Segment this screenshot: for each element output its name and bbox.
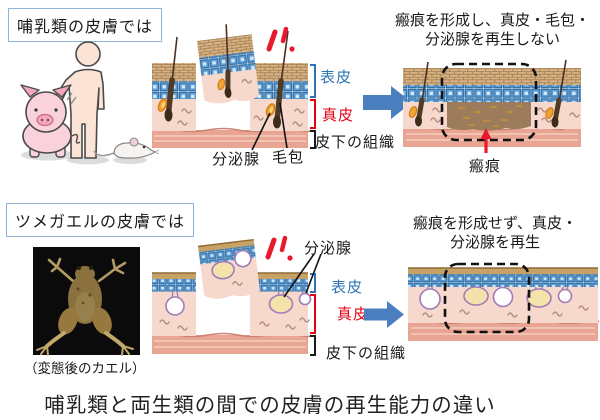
mammal-title: 哺乳類の皮膚では: [17, 19, 154, 36]
mammal-epidermis-label: 表皮: [320, 70, 353, 86]
stratum-corneum-layer: [403, 68, 581, 85]
hair-follicle-icon: [265, 30, 289, 129]
dermis-bracket: [310, 99, 316, 129]
mammal-gland-label: 分泌腺: [212, 152, 261, 168]
subcutaneous-band: [151, 332, 312, 354]
mammal-result-line2: 分泌腺を再生しない: [424, 32, 560, 48]
skin-diagram-mammal-wounded: [151, 24, 316, 151]
skin-diagram-frog-wounded: [151, 235, 322, 356]
epidermis-layer: [403, 85, 581, 102]
gland-icon: [463, 286, 489, 306]
skin-diagram-frog-regenerated: [407, 262, 600, 341]
gland-icon: [526, 288, 552, 308]
frog-photo-caption: （変態後のカエル）: [24, 361, 146, 376]
dermis-bracket: [310, 294, 316, 334]
frog-subcutaneous-label: 皮下の組織: [326, 346, 407, 362]
scar-tissue: [447, 102, 531, 131]
frog-icon: [36, 257, 134, 356]
gland-icon: [419, 288, 441, 310]
skin-block-right: [250, 272, 312, 336]
hair-follicle-icon: [157, 36, 178, 122]
right-arrow-icon: [364, 301, 404, 328]
epidermis-bracket: [310, 64, 316, 98]
frog-title: ツメガエルの皮膚では: [15, 214, 186, 231]
gland-icon: [211, 260, 235, 280]
skin-block-right: [250, 30, 308, 131]
gland-icon: [298, 292, 312, 306]
scar-region-dashed-outline: [440, 62, 538, 142]
figure-caption: 哺乳類と両生類の間での皮膚の再生能力の違い: [44, 395, 496, 417]
frog-title-box: ツメガエルの皮膚では: [6, 203, 195, 237]
mammal-result-line1: 瘢痕を形成し、真皮・毛包・: [394, 13, 590, 29]
mouse-icon: [93, 137, 160, 159]
mammal-animals-illustration: [20, 41, 160, 165]
mammal-subcutaneous-label: 皮下の組織: [315, 135, 396, 151]
skin-flap: [197, 238, 260, 299]
frog-result-text: 瘢痕を形成せず、真皮・ 分泌腺を再生: [395, 215, 595, 253]
skin-block-left: [152, 36, 196, 131]
frog-epidermis-label: 表皮: [331, 280, 364, 296]
subcutaneous-bracket: [310, 130, 316, 149]
skin-block-left: [152, 272, 196, 336]
gland-icon: [165, 296, 185, 316]
hair-follicle-icon: [217, 24, 232, 98]
gland-icon: [268, 294, 294, 314]
scar-arrow-icon: [480, 128, 492, 153]
injury-marks-icon: [265, 235, 293, 261]
skin-diagram-mammal-scarred: [402, 59, 581, 153]
follicle-pointer-line: [279, 102, 288, 149]
frog-result-line2: 分泌腺を再生: [449, 235, 540, 251]
skin-flap: [197, 24, 260, 104]
epidermis-layer: [408, 274, 598, 287]
subcutaneous-bracket: [310, 335, 316, 356]
frog-result-line1: 瘢痕を形成せず、真皮・: [413, 216, 577, 232]
hair-follicle-icon: [408, 61, 429, 127]
mammal-follicle-label: 毛包: [272, 150, 305, 166]
mammal-result-text: 瘢痕を形成し、真皮・毛包・ 分泌腺を再生しない: [390, 12, 595, 50]
gland-pointer-line: [305, 253, 322, 294]
hair-follicle-icon: [545, 59, 567, 128]
surface-layer: [408, 268, 598, 275]
frog-photo: [33, 247, 140, 356]
right-arrow-icon: [363, 86, 412, 119]
pig-icon: [20, 84, 81, 158]
gland-icon: [557, 288, 573, 304]
frog-dermis-label: 真皮: [337, 307, 370, 323]
scar-label: 瘢痕: [469, 159, 502, 175]
mammal-title-box: 哺乳類の皮膚では: [8, 8, 163, 42]
gland-pointer-line: [283, 253, 315, 298]
regenerated-region-dashed-outline: [443, 262, 531, 334]
mammal-dermis-label: 真皮: [322, 108, 355, 124]
frog-gland-label: 分泌腺: [304, 241, 353, 257]
subcutaneous-band: [407, 319, 600, 341]
gland-icon: [492, 286, 514, 308]
injury-marks-icon: [266, 26, 295, 52]
gland-pointer-line: [251, 112, 271, 151]
gland-icon: [234, 249, 252, 268]
